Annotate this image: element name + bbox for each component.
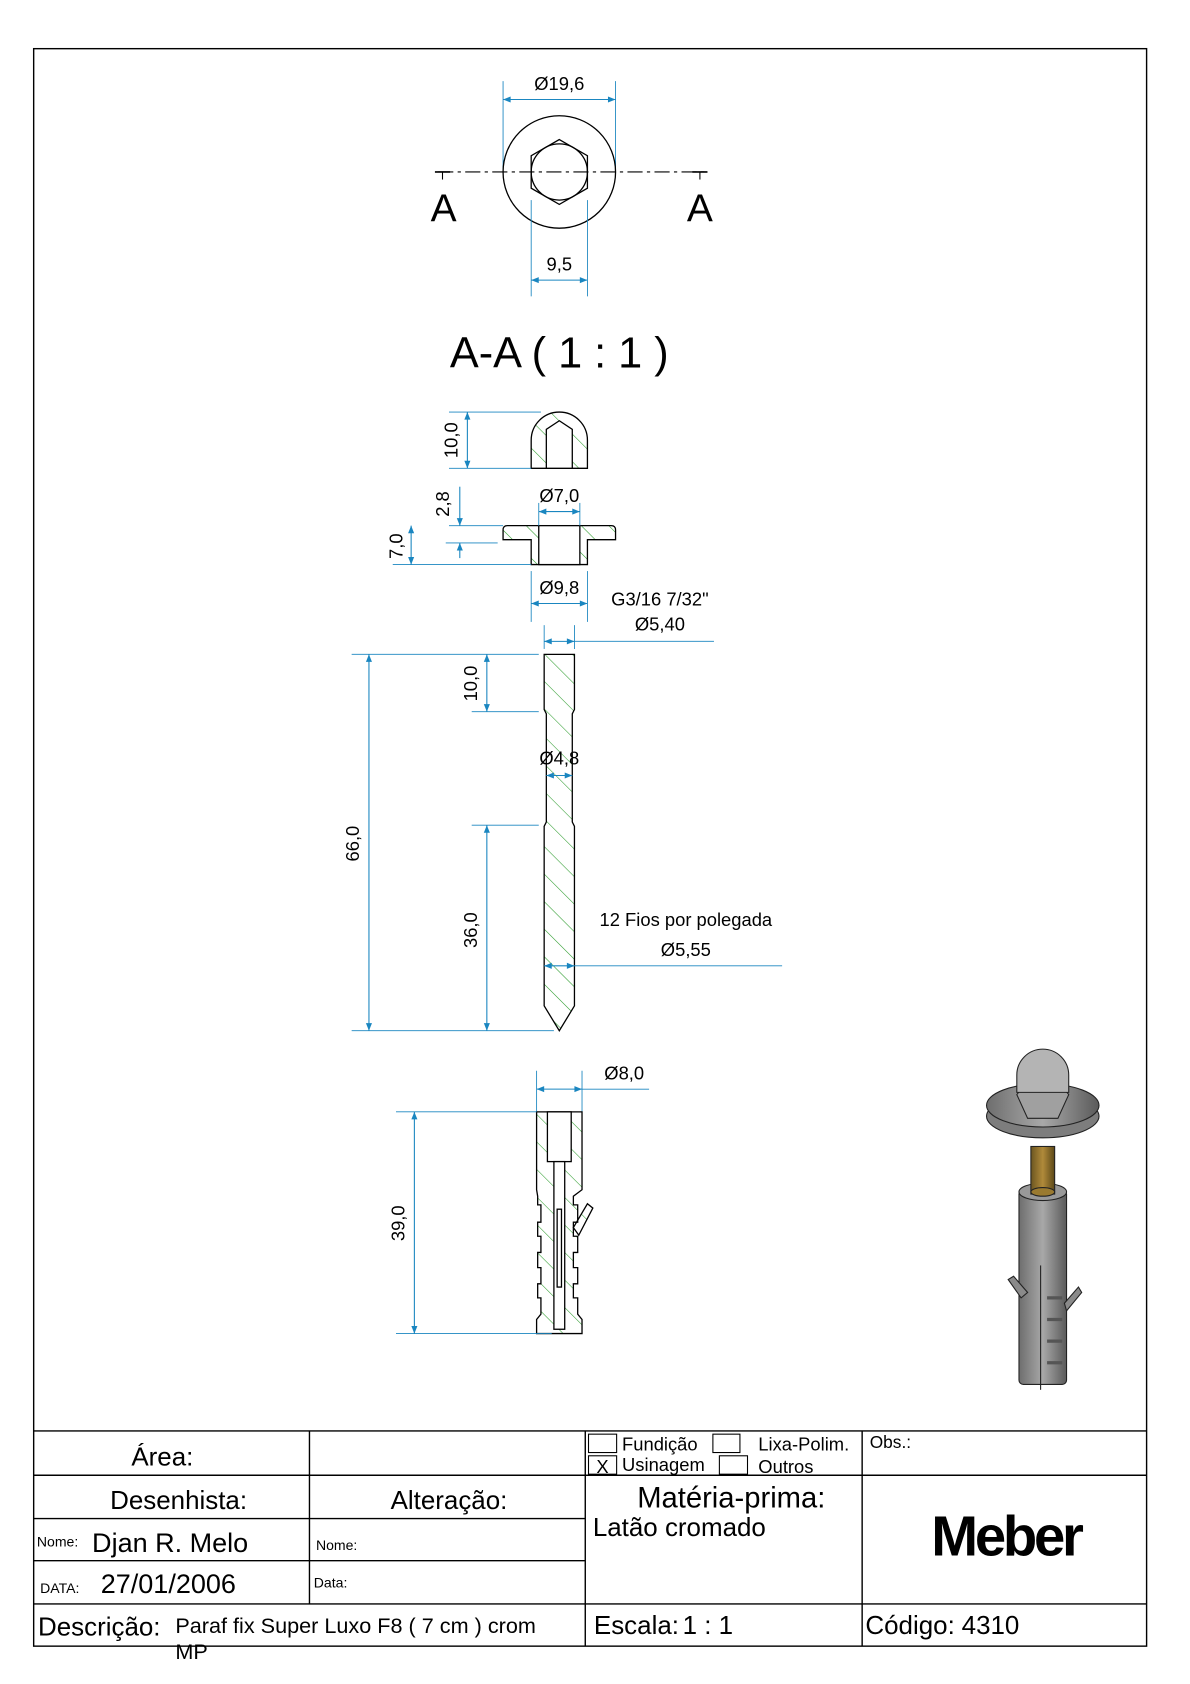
label-fundicao: Fundição — [622, 1433, 698, 1454]
section-title: A-A ( 1 : 1 ) — [450, 330, 669, 378]
dim-screw-top-length: 10,0 — [460, 666, 481, 702]
top-view: Ø19,6 A A 9,5 — [431, 73, 713, 297]
label-lixa-polim: Lixa-Polim. — [758, 1433, 849, 1454]
alteracao-label: Alteração: — [391, 1487, 508, 1515]
dim-screw-head-dia: Ø5,40 — [635, 614, 685, 635]
escala-value: 1 : 1 — [683, 1612, 733, 1640]
thread-note: 12 Fios por polegada — [600, 909, 773, 930]
section-mark-right: A — [687, 188, 713, 231]
sheet-border — [32, 47, 1148, 1647]
checkbox-usinagem[interactable] — [587, 1455, 618, 1475]
dim-thread-dia: Ø5,55 — [661, 939, 711, 960]
thread-spec: G3/16 7/32" — [611, 589, 708, 610]
dim-flange-thickness: 2,8 — [432, 491, 453, 517]
data-label: DATA: — [40, 1580, 79, 1596]
dim-neck-dia: Ø4,8 — [539, 748, 579, 769]
dim-screw-length: 66,0 — [342, 826, 363, 862]
dim-anchor-dia: Ø8,0 — [604, 1062, 644, 1083]
dim-anchor-length: 39,0 — [388, 1205, 409, 1241]
descricao-label: Descrição: — [38, 1613, 161, 1641]
dim-washer-inner-dia: Ø7,0 — [539, 485, 579, 506]
desenhista-label: Desenhista: — [110, 1487, 247, 1515]
materia-prima-label: Matéria-prima: — [637, 1483, 825, 1515]
dim-washer-outer-dia: Ø9,8 — [539, 577, 579, 598]
descricao-value-line2: MP — [175, 1639, 207, 1664]
label-outros: Outros — [758, 1456, 813, 1477]
washer-section: Ø7,0 2,8 7,0 Ø9,8 — [385, 485, 617, 622]
nome-value: Djan R. Melo — [92, 1528, 248, 1558]
dim-hex-size: 9,5 — [547, 253, 573, 274]
nome2-label: Nome: — [316, 1537, 357, 1553]
dim-outer-dia: Ø19,6 — [534, 73, 584, 94]
area-label: Área: — [131, 1443, 193, 1472]
materia-prima-value: Latão cromado — [593, 1514, 766, 1542]
obs-label: Obs.: — [870, 1432, 911, 1452]
section-mark-left: A — [431, 188, 457, 231]
cap-section: 10,0 — [441, 411, 589, 469]
label-usinagem: Usinagem — [622, 1454, 705, 1475]
escala-label: Escala: — [594, 1612, 679, 1640]
dim-cap-height: 10,0 — [441, 422, 462, 458]
screw-section: G3/16 7/32" Ø5,40 66,0 10,0 Ø4,8 36,0 12… — [342, 589, 783, 1032]
data-value: 27/01/2006 — [101, 1569, 236, 1599]
codigo-label: Código: — [865, 1612, 954, 1640]
title-block: Área: Fundição Lixa-Polim. X Usinagem Ou… — [33, 1430, 1147, 1664]
codigo-value: 4310 — [962, 1612, 1020, 1640]
isometric-3d-view — [985, 1048, 1100, 1390]
anchor-section: Ø8,0 39,0 — [388, 1062, 650, 1335]
nome-label: Nome: — [37, 1534, 78, 1550]
data2-label: Data: — [314, 1575, 348, 1591]
dim-washer-height: 7,0 — [385, 533, 406, 559]
checkbox-fundicao[interactable] — [587, 1433, 618, 1454]
logo: Meber — [931, 1504, 1084, 1567]
descricao-value: Paraf fix Super Luxo F8 ( 7 cm ) crom — [175, 1613, 536, 1638]
checkbox-lixa-polim[interactable] — [712, 1433, 741, 1454]
dim-thread-length: 36,0 — [460, 912, 481, 948]
checkbox-usinagem-mark: X — [596, 1456, 608, 1477]
checkbox-outros[interactable] — [718, 1455, 749, 1475]
